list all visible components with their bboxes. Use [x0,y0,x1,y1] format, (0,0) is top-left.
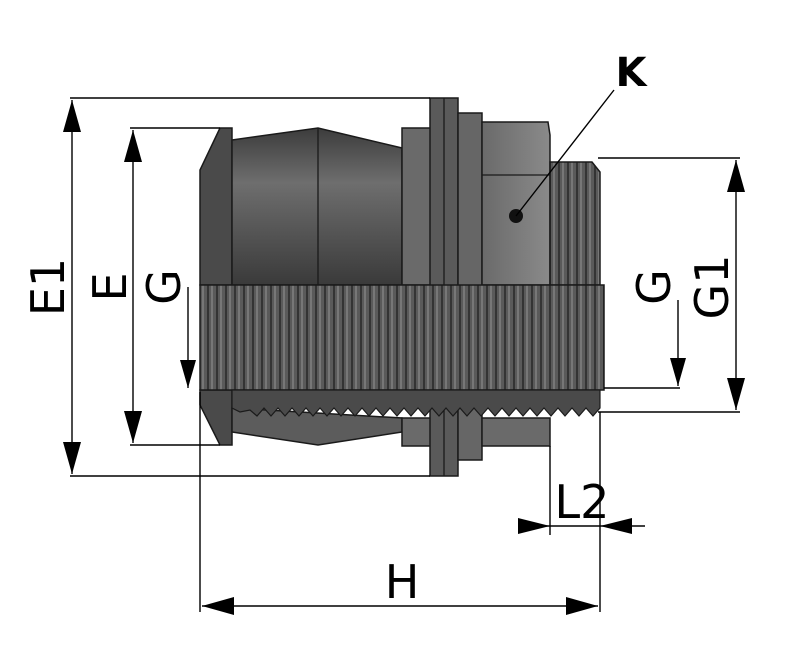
left-lip-lower [199,389,233,446]
label-l2: L2 [555,475,610,529]
h-arrow-right [566,597,598,615]
l2-arrow-left [518,518,550,534]
dimensions [63,89,745,615]
labels: E1 E G G G1 K L2 H [21,50,739,609]
e1-arrow-bottom [63,442,81,474]
e-arrow-bottom [124,411,142,443]
collar [401,127,433,286]
tapered-body-lower [231,407,403,446]
label-g1: G1 [685,255,739,320]
l2-arrow-right [600,518,632,534]
fitting-body [199,97,605,477]
tapered-body-upper [231,127,403,286]
h-arrow-left [202,597,234,615]
hex-nut [481,121,551,286]
label-g-right: G [627,269,681,305]
g1-arrow-bottom [727,378,745,410]
right-thread-upper [549,161,601,286]
g-right-arrow [670,358,686,386]
g-left-arrow [180,360,196,388]
k-leader [515,89,615,217]
thread-section [231,389,601,417]
collar-lower [401,417,433,447]
g1-arrow-top [727,160,745,192]
label-h: H [385,555,420,609]
left-lip [199,127,233,286]
label-e: E [83,272,137,301]
label-e1: E1 [21,258,75,316]
e1-arrow-top [63,100,81,132]
external-thread [199,284,605,391]
label-g-left: G [137,269,191,305]
label-k: K [616,50,649,96]
e-arrow-top [124,130,142,162]
hex-nut-lower [481,417,551,447]
